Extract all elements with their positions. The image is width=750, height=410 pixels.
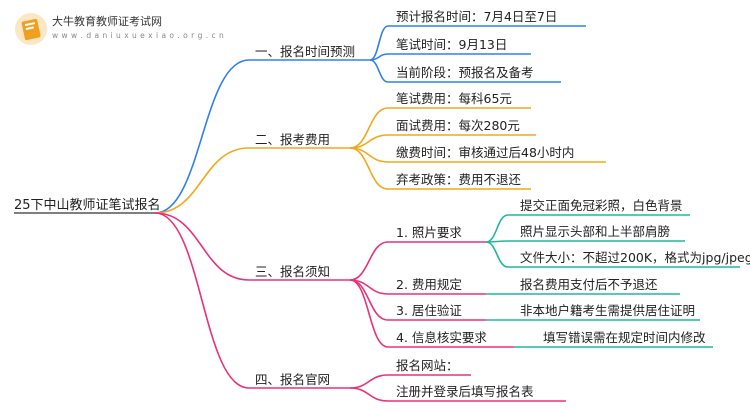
branch-label: 二、报考费用 <box>255 132 331 147</box>
child-label: 4. 信息核实要求 <box>396 330 487 345</box>
grandchild-label: 非本地户籍考生需提供居住证明 <box>520 303 696 318</box>
child-connector <box>349 374 389 389</box>
grandchild-label: 提交正面免冠彩照，白色背景 <box>520 198 683 213</box>
branch-label: 三、报名须知 <box>255 264 331 279</box>
child-label: 1. 照片要求 <box>396 225 462 240</box>
child-connector <box>349 279 389 348</box>
branch-connector <box>154 59 250 214</box>
grandchild-label: 文件大小：不超过200K，格式为jpg/jpeg <box>520 250 750 265</box>
grandchild-label: 报名费用支付后不予退还 <box>520 277 658 292</box>
root-label: 25下中山教师证笔试报名 <box>14 198 161 213</box>
grandchild-label: 照片显示头部和上半部肩膀 <box>520 224 671 239</box>
child-connector <box>349 241 389 281</box>
child-connector <box>369 53 389 61</box>
child-connector <box>369 25 389 61</box>
child-label: 笔试费用：每科65元 <box>396 91 512 106</box>
child-connector <box>349 147 389 190</box>
child-label: 2. 费用规定 <box>396 277 462 292</box>
child-label: 3. 居住验证 <box>396 303 462 318</box>
child-connector <box>349 387 389 402</box>
child-label: 注册并登录后填写报名表 <box>396 384 534 399</box>
branch-connector <box>154 212 250 281</box>
watermark-title: 大牛教育教师证考试网 <box>52 15 162 28</box>
child-label: 面试费用：每次280元 <box>396 118 520 133</box>
branch-label: 一、报名时间预测 <box>255 44 356 59</box>
grandchild-connector <box>485 241 509 268</box>
child-label: 预计报名时间：7月4日至7日 <box>396 9 558 24</box>
child-label: 报名网站： <box>396 358 459 373</box>
child-label: 当前阶段：预报名及备考 <box>396 65 534 80</box>
branch-connector <box>154 147 250 214</box>
child-label: 缴费时间：审核通过后48小时内 <box>396 145 575 160</box>
watermark-url: w w w . d a n i u x u e x i a o . o r g … <box>52 31 225 40</box>
child-connector <box>369 59 389 83</box>
child-label: 笔试时间：9月13日 <box>396 37 508 52</box>
branch-label: 四、报名官网 <box>255 372 331 387</box>
child-connector <box>349 107 389 149</box>
child-label: 弃考政策：费用不退还 <box>396 172 522 187</box>
book-icon <box>14 12 48 46</box>
branch-connector <box>154 212 250 389</box>
grandchild-connector <box>485 214 509 243</box>
grandchild-label: 填写错误需在规定时间内修改 <box>543 330 706 345</box>
